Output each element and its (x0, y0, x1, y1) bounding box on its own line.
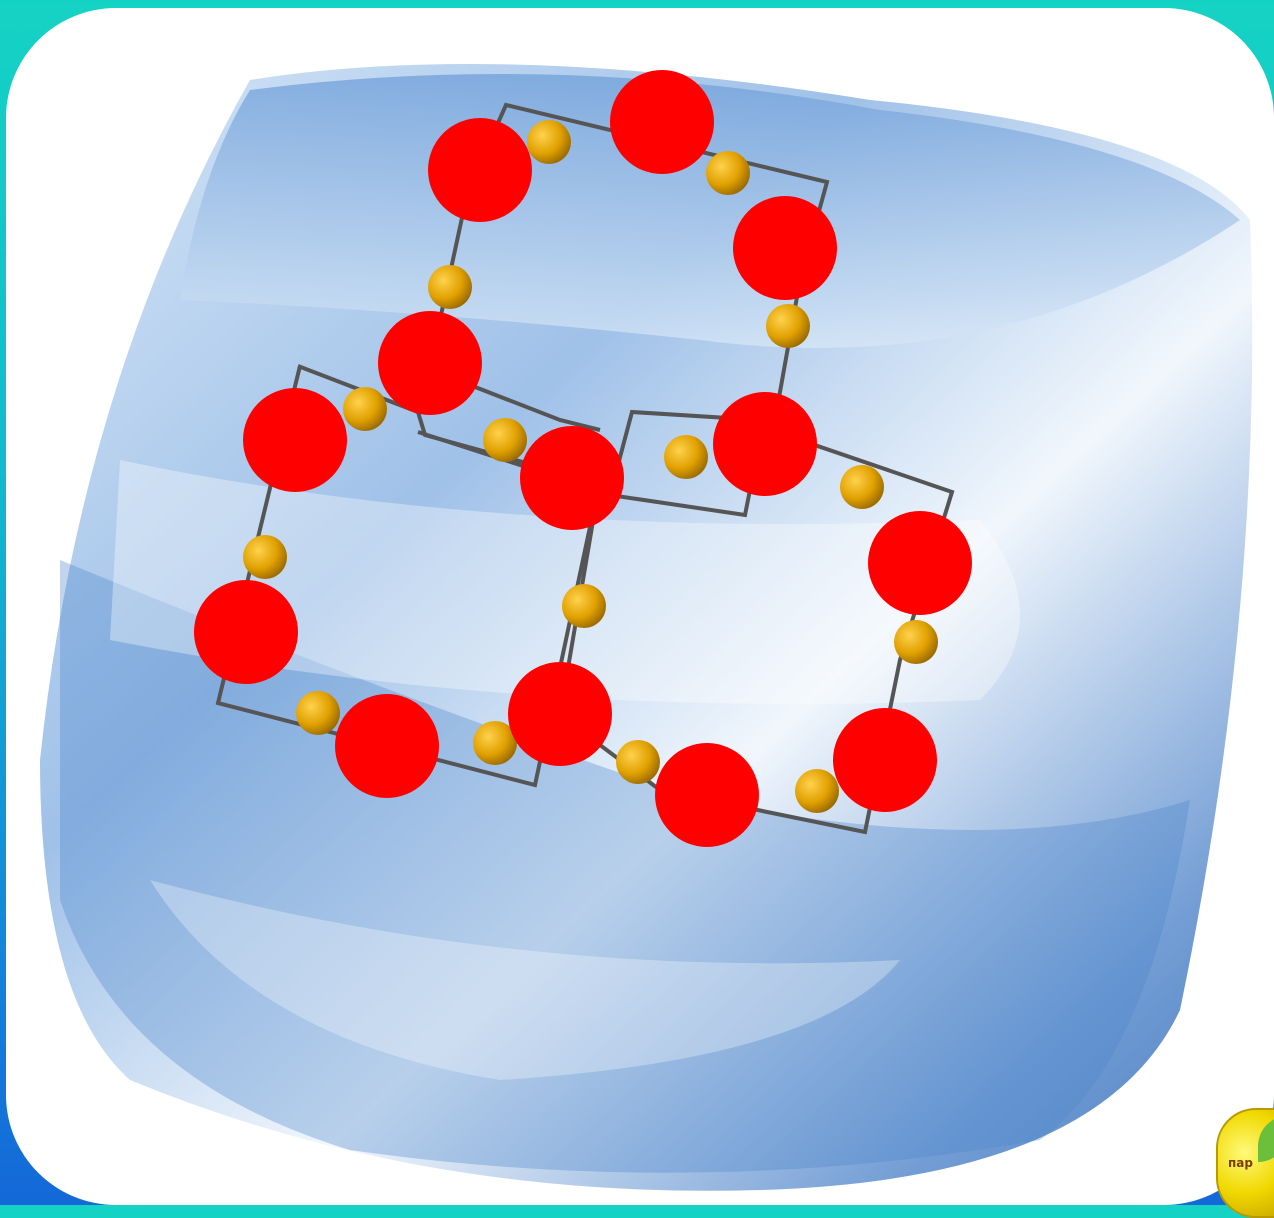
hydrogen-atom (766, 304, 810, 348)
hydrogen-atom (527, 120, 571, 164)
leaf-icon (1258, 1116, 1274, 1162)
oxygen-atom (713, 392, 817, 496)
hydrogen-atoms (243, 120, 938, 813)
ice-cube-front-face (60, 560, 1190, 1173)
hydrogen-atom (562, 584, 606, 628)
corner-logo-badge[interactable]: пар (1216, 1108, 1274, 1218)
hydrogen-atom (894, 620, 938, 664)
oxygen-atom (378, 311, 482, 415)
hydrogen-atom (664, 435, 708, 479)
slide-frame (6, 8, 1274, 1205)
hydrogen-atom (343, 387, 387, 431)
oxygen-atom (508, 662, 612, 766)
oxygen-atom (655, 743, 759, 847)
hydrogen-atom (243, 535, 287, 579)
oxygen-atom (335, 694, 439, 798)
oxygen-atom (868, 511, 972, 615)
hydrogen-atom (840, 465, 884, 509)
oxygen-atom (428, 118, 532, 222)
ice-hexagon-diagram (40, 64, 1253, 1191)
badge-label: пар (1228, 1156, 1253, 1170)
hydrogen-atom (428, 265, 472, 309)
bond-line (469, 383, 601, 432)
oxygen-atom (610, 70, 714, 174)
oxygen-atoms (194, 70, 972, 847)
oxygen-atom (243, 388, 347, 492)
ice-highlight (110, 460, 1020, 704)
hydrogen-atom (473, 721, 517, 765)
oxygen-atom (194, 580, 298, 684)
hydrogen-atom (296, 691, 340, 735)
ice-highlight (150, 880, 900, 1080)
hydrogen-atom (706, 151, 750, 195)
hydrogen-atom (795, 769, 839, 813)
hydrogen-atom (616, 740, 660, 784)
ice-cube-body (40, 64, 1253, 1191)
oxygen-atom (833, 708, 937, 812)
oxygen-atom (520, 426, 624, 530)
oxygen-atom (733, 196, 837, 300)
hydrogen-atom (483, 418, 527, 462)
